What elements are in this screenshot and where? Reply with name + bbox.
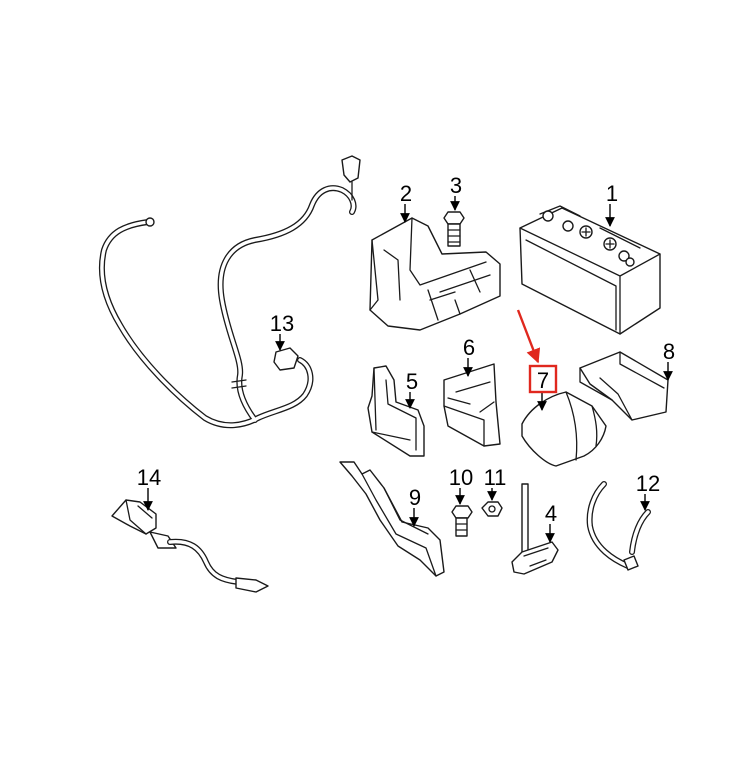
callout-6[interactable]: 6 (463, 335, 475, 360)
part-11-nut (481, 501, 503, 517)
part-2-battery-tray (369, 217, 501, 331)
callout-14[interactable]: 14 (137, 465, 161, 490)
part-7-battery-cover (521, 391, 607, 467)
callout-5[interactable]: 5 (406, 369, 418, 394)
highlight-box (528, 364, 558, 394)
callout-labels: 1 2 3 4 5 6 7 8 9 10 11 12 13 14 (137, 173, 675, 526)
callout-8[interactable]: 8 (663, 339, 675, 364)
callout-9[interactable]: 9 (409, 485, 421, 510)
callout-3[interactable]: 3 (450, 173, 462, 198)
part-8-insulator (579, 351, 669, 421)
callout-leaders (143, 196, 673, 543)
callout-10[interactable]: 10 (449, 465, 473, 490)
part-3-bolt (443, 211, 465, 247)
part-4-hold-down-clamp (511, 483, 559, 575)
highlight-arrow (516, 309, 541, 364)
part-13-positive-cable (98, 155, 361, 429)
part-9-support-bracket (339, 461, 445, 577)
callout-11[interactable]: 11 (484, 465, 507, 490)
callout-4[interactable]: 4 (545, 501, 557, 526)
callout-7[interactable]: 7 (537, 368, 549, 393)
callout-2[interactable]: 2 (400, 181, 412, 206)
part-14-negative-cable (111, 499, 269, 593)
callout-13[interactable]: 13 (270, 311, 294, 336)
callout-12[interactable]: 12 (636, 471, 660, 496)
part-10-bolt (451, 505, 473, 537)
callout-1[interactable]: 1 (606, 181, 618, 206)
part-5-bracket (367, 365, 425, 457)
part-1-battery (519, 205, 661, 335)
part-12-hold-down-strap (586, 481, 651, 571)
part-6-heat-shield (443, 363, 501, 447)
